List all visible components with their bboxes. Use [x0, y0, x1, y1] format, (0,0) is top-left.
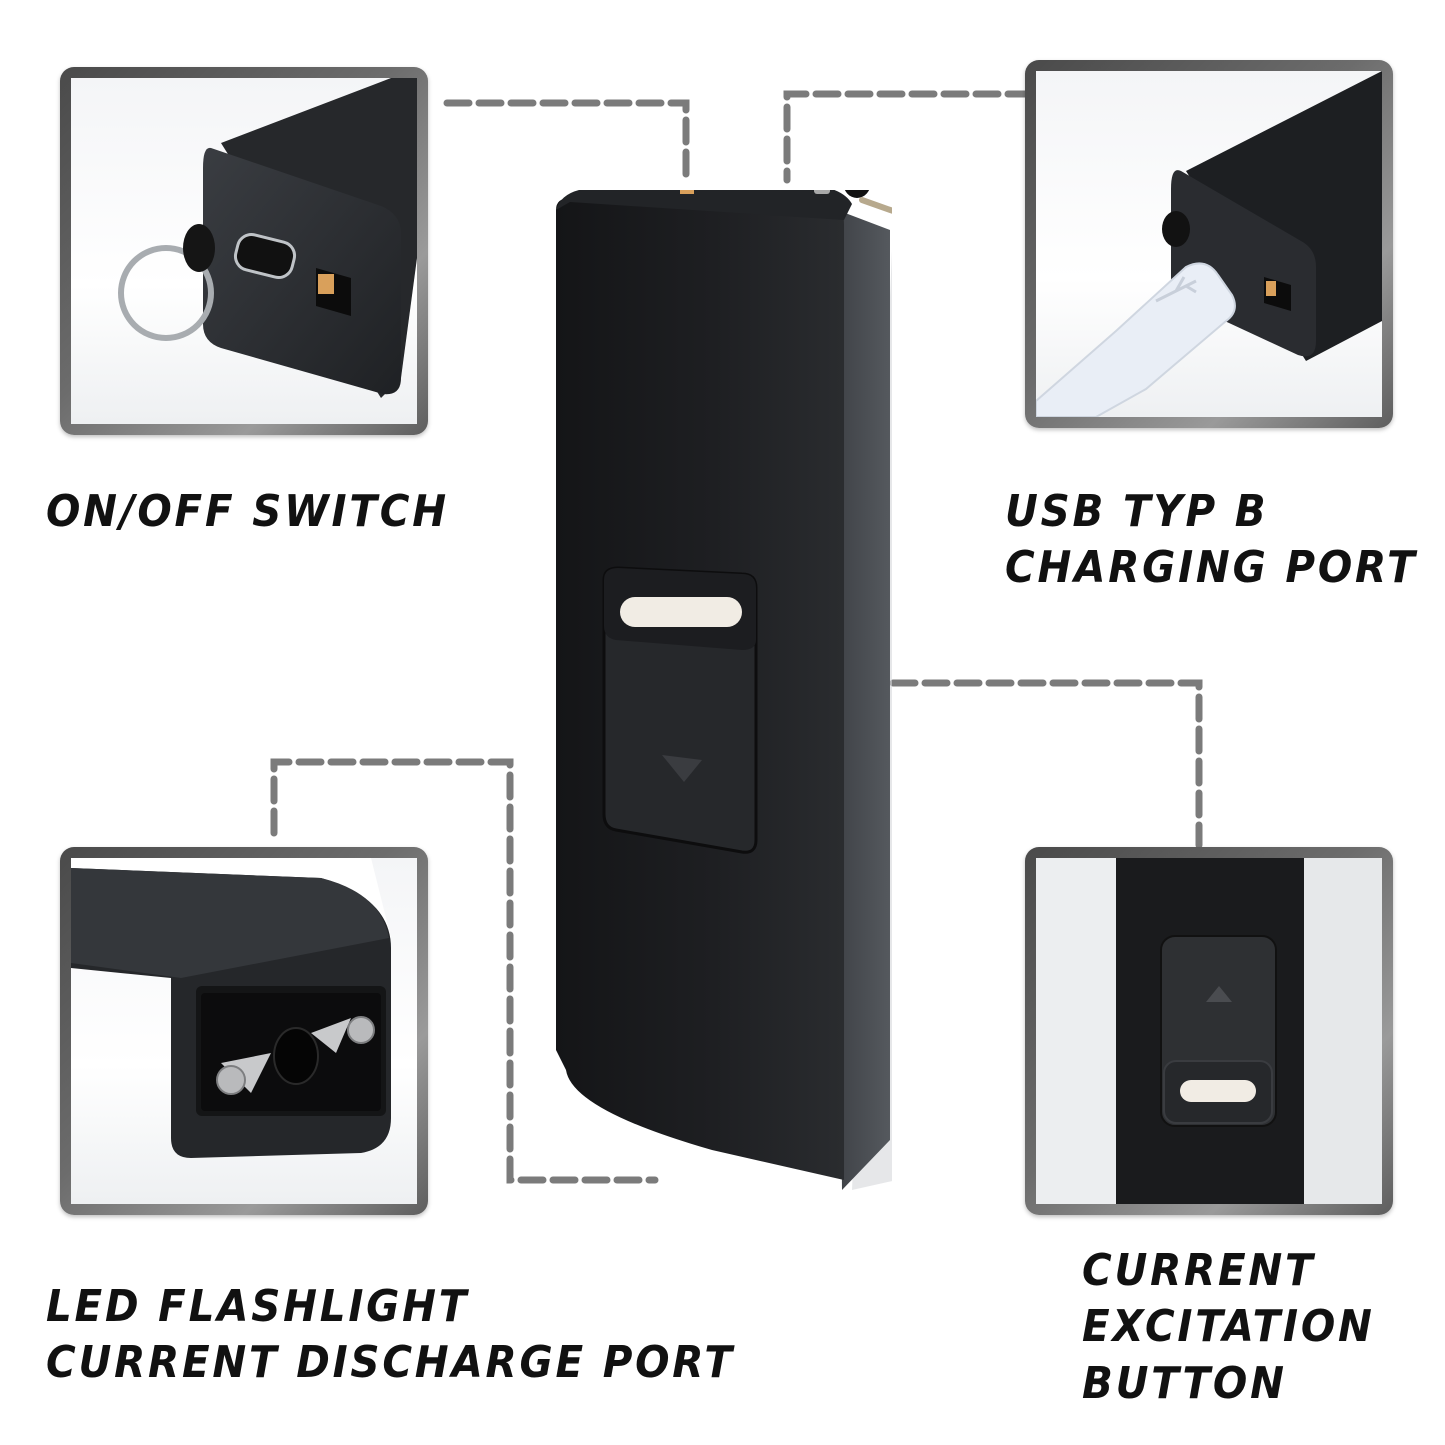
discharge-port-image	[71, 858, 391, 1158]
top-switch-indicator	[680, 186, 694, 194]
slide-button-main	[602, 566, 758, 854]
led-window-main	[620, 597, 742, 627]
label-line: CHARGING PORT	[1005, 542, 1418, 594]
led-lens-icon	[273, 1027, 319, 1085]
label-line: CURRENT DISCHARGE PORT	[46, 1337, 735, 1389]
excitation-button-image	[1036, 858, 1382, 1204]
label-line: USB TYP B	[1005, 486, 1269, 537]
stun-device	[552, 166, 950, 1200]
photo-led-flashlight	[71, 858, 417, 1204]
usb-symbol-icon	[1155, 276, 1197, 303]
photo-usb-port	[1036, 71, 1382, 417]
label-line: LED FLASHLIGHT	[46, 1281, 470, 1332]
label-line: CURRENT	[1082, 1245, 1316, 1296]
down-arrow-icon	[662, 755, 702, 782]
label-led-flashlight: LED FLASHLIGHT CURRENT DISCHARGE PORT	[46, 1279, 735, 1392]
keyring-icon	[118, 245, 214, 341]
label-line: ON/OFF SWITCH	[46, 486, 449, 537]
usb-port-icon	[233, 232, 297, 280]
label-excitation-button: CURRENT EXCITATION BUTTON	[1082, 1243, 1375, 1412]
stun-device-image	[556, 166, 950, 1190]
connector-excitation-button	[889, 679, 1203, 849]
panel-excitation-button	[1025, 847, 1393, 1215]
label-on-off-switch: ON/OFF SWITCH	[46, 484, 449, 540]
label-line: EXCITATION	[1082, 1301, 1375, 1353]
panel-usb-port	[1025, 60, 1393, 428]
connector-usb-port	[783, 90, 1034, 184]
label-usb-charging-port: USB TYP B CHARGING PORT	[1005, 484, 1418, 597]
label-line: BUTTON	[1082, 1357, 1287, 1409]
device-end-switch-image	[118, 78, 417, 398]
led-window	[1180, 1080, 1256, 1102]
electrode-screw-icon-right	[347, 1016, 375, 1044]
electrode-screw-icon-left	[216, 1065, 246, 1095]
connector-on-off-switch	[443, 99, 690, 182]
panel-led-flashlight	[60, 847, 428, 1215]
up-arrow-icon	[1206, 986, 1232, 1002]
usb-cable-plugged-image	[1036, 71, 1382, 417]
panel-on-off-switch	[60, 67, 428, 435]
usb-cable	[1036, 262, 1236, 417]
photo-excitation-button	[1036, 858, 1382, 1204]
photo-on-off-switch	[71, 78, 417, 424]
